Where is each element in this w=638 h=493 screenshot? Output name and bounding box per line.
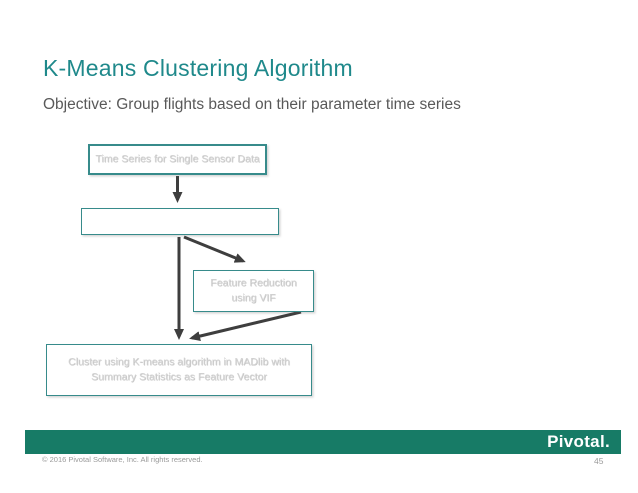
node-time-series: Time Series for Single Sensor Data	[88, 144, 267, 175]
page-number: 45	[594, 456, 604, 466]
footer-bar: Pivotal.	[25, 430, 621, 454]
slide-title: K-Means Clustering Algorithm	[43, 55, 353, 81]
node-blank	[81, 208, 279, 235]
arrow-blank-to-featurereduction	[183, 235, 246, 263]
pivotal-logo: Pivotal.	[547, 432, 610, 451]
slide-subtitle: Objective: Group flights based on their …	[43, 96, 461, 113]
node-cluster: Cluster using K-means algorithm in MADli…	[46, 344, 312, 396]
copyright-text: © 2016 Pivotal Software, Inc. All rights…	[42, 455, 203, 464]
arrow-featurereduction-to-cluster	[189, 310, 302, 342]
node-feature-reduction: Feature Reduction using VIF	[193, 270, 314, 312]
